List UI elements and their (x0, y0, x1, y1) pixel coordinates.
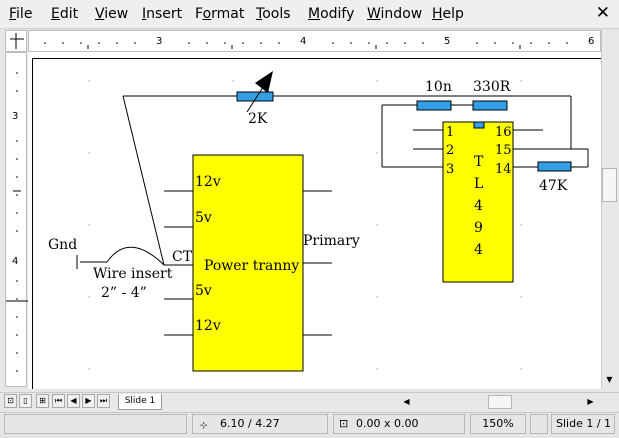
ic-letter: 9 (474, 220, 483, 236)
ruler-corner[interactable] (5, 30, 27, 52)
resistor-330r[interactable] (472, 100, 508, 111)
view-slides-icon[interactable]: ⊞ (36, 394, 49, 408)
menu-format[interactable]: Format (195, 6, 245, 22)
scroll-right-icon[interactable]: ▶ (587, 397, 594, 406)
pot-resistor[interactable] (236, 91, 274, 102)
ic-pin-15: 15 (495, 143, 512, 158)
ic-letter: 4 (474, 198, 483, 214)
menu-view[interactable]: View (95, 6, 129, 22)
horizontal-ruler[interactable]: 3 4 5 6 (28, 30, 601, 52)
h-ruler-number: 5 (444, 36, 451, 47)
ic-tl494[interactable] (442, 121, 514, 283)
scroll-left-icon[interactable]: ◀ (403, 397, 410, 406)
pot-wiper[interactable] (246, 83, 266, 113)
vertical-scrollbar[interactable] (601, 30, 619, 389)
ic-letter: T (474, 154, 484, 170)
label-gnd: Gnd (48, 237, 77, 253)
menu-tools[interactable]: Tools (256, 6, 291, 22)
resistor-47k[interactable] (537, 161, 572, 172)
slide-page[interactable]: 2K 10n 330R 47K Gnd Wire insert 2” - 4” … (32, 58, 601, 389)
label-12v-bottom: 12v (195, 318, 221, 334)
next-slide-icon[interactable]: ▶ (82, 394, 95, 408)
label-2k: 2K (248, 111, 268, 127)
ruler-origin-icon (10, 33, 24, 49)
ic-pin-16: 16 (495, 125, 512, 140)
horizontal-scroll-thumb[interactable] (488, 395, 512, 409)
label-12v-top: 12v (195, 174, 221, 190)
tab-slide-1[interactable]: Slide 1 (118, 394, 162, 410)
ic-letter: L (474, 176, 483, 192)
ic-pin-14: 14 (495, 162, 512, 177)
v-ruler-number: 4 (12, 256, 19, 267)
close-icon[interactable]: ✕ (595, 3, 610, 23)
label-10n: 10n (425, 79, 452, 95)
prev-slide-icon[interactable]: ◀ (67, 394, 80, 408)
status-position: ⊹ 6.10 / 4.27 (192, 414, 328, 434)
scroll-down-icon[interactable]: ▼ (606, 375, 613, 384)
label-5v-top: 5v (195, 210, 212, 226)
label-primary: Primary (303, 233, 360, 249)
power-transformer[interactable] (192, 154, 304, 372)
h-ruler-number: 4 (300, 36, 307, 47)
ic-letter: 4 (474, 242, 483, 258)
status-size: ⊡ 0.00 x 0.00 (333, 414, 465, 434)
label-power-tranny: Power tranny (204, 258, 299, 274)
wire-to-ct[interactable] (122, 95, 165, 266)
v-ruler-number: 3 (12, 111, 19, 122)
horizontal-ruler-ticks (44, 42, 568, 49)
ic-pin-2: 2 (446, 143, 454, 158)
status-modified (530, 414, 548, 434)
wire-insert-arc[interactable] (80, 246, 165, 266)
cap-10n[interactable] (416, 100, 452, 111)
size-icon: ⊡ (339, 417, 349, 430)
menu-bar: File Edit View Insert Format Tools Modif… (0, 0, 619, 29)
position-icon: ⊹ (200, 421, 208, 431)
view-outline-icon[interactable]: ▯ (19, 394, 32, 408)
menu-edit[interactable]: Edit (51, 6, 79, 22)
menu-file[interactable]: File (9, 6, 33, 22)
menu-window[interactable]: Window (367, 6, 423, 22)
vertical-scroll-thumb[interactable] (602, 168, 617, 202)
label-wire-insert: Wire insert (93, 266, 173, 282)
h-ruler-number: 6 (588, 36, 595, 47)
menu-help[interactable]: Help (432, 6, 464, 22)
pot-arrow-icon (255, 71, 273, 93)
label-330r: 330R (473, 79, 511, 95)
ic-notch (473, 121, 485, 129)
ic-pin-1: 1 (446, 125, 454, 140)
label-5v-bottom: 5v (195, 283, 212, 299)
vertical-ruler[interactable]: 3 4 (5, 52, 28, 387)
first-slide-icon[interactable]: ⏮ (52, 394, 65, 408)
label-wire-length: 2” - 4” (101, 285, 147, 301)
menu-insert[interactable]: Insert (142, 6, 183, 22)
menu-modify[interactable]: Modify (308, 6, 355, 22)
label-47k: 47K (539, 178, 568, 194)
label-ct: CT (172, 249, 193, 265)
vertical-ruler-ticks (6, 72, 28, 372)
h-ruler-number: 3 (156, 36, 163, 47)
status-page: Slide 1 / 1 (551, 414, 615, 434)
status-field-empty (4, 414, 187, 434)
status-zoom[interactable]: 150% (470, 414, 526, 434)
schematic-drawing: 2K 10n 330R 47K Gnd Wire insert 2” - 4” … (32, 58, 601, 389)
view-layout-icon[interactable]: ⊡ (4, 394, 17, 408)
ic-pin-3: 3 (446, 162, 454, 177)
last-slide-icon[interactable]: ⏭ (97, 394, 110, 408)
grid-dots (88, 80, 522, 370)
